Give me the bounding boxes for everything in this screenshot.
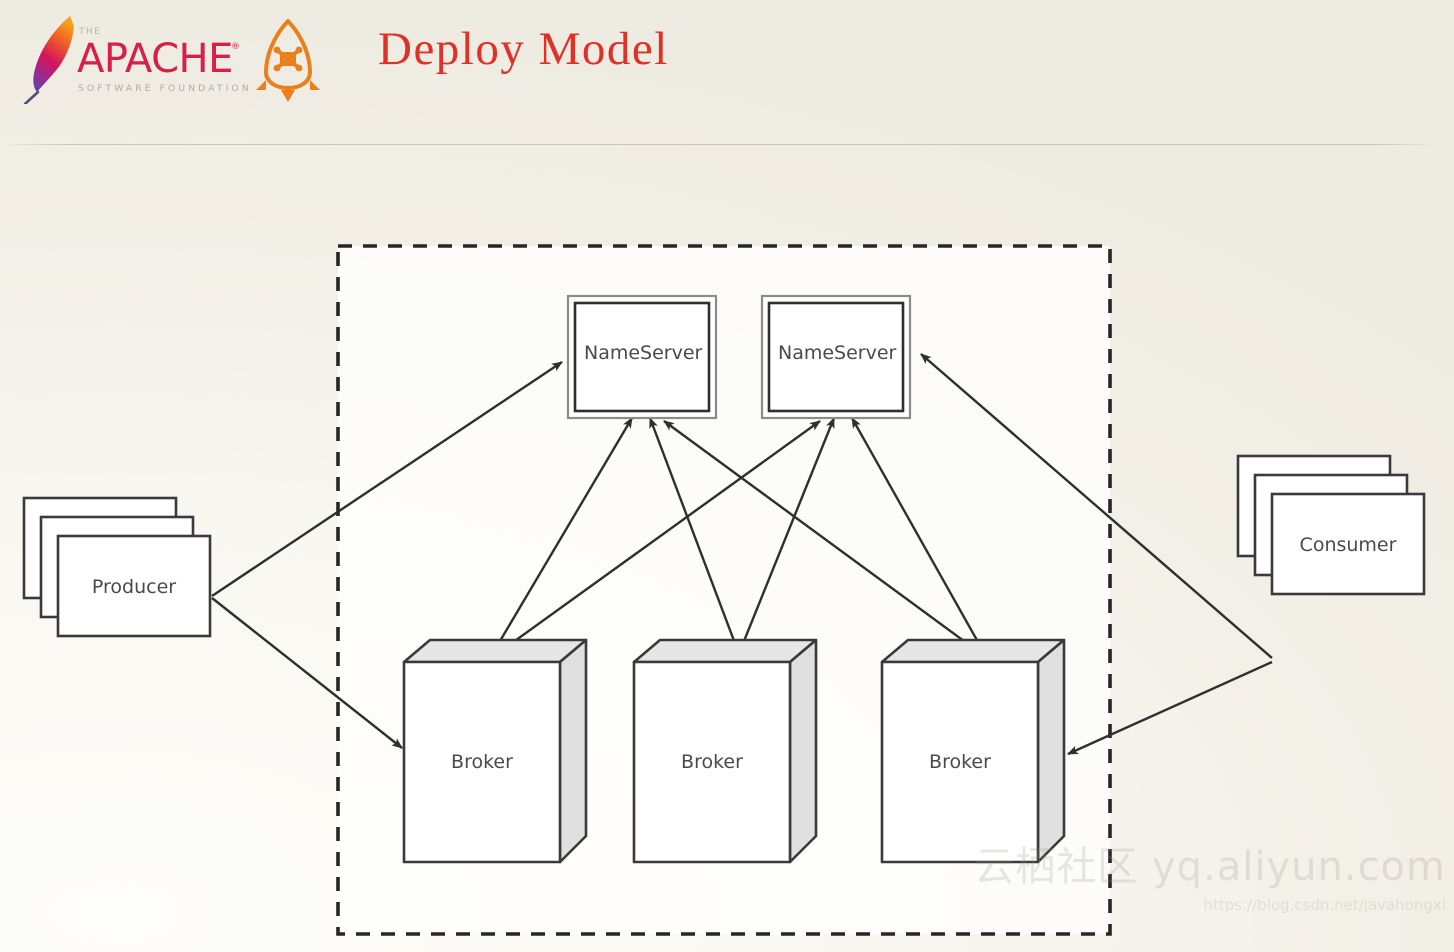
link-producer-broker1	[211, 597, 403, 749]
apache-logo: THE APACHE ® SOFTWARE FOUNDATION	[18, 12, 249, 106]
apache-feather-icon	[33, 16, 74, 92]
link-consumer-broker3	[1067, 660, 1273, 756]
link-producer-nameserver1	[211, 361, 563, 597]
header-divider	[10, 144, 1430, 145]
node-consumer	[1236, 454, 1426, 596]
node-broker-2	[632, 638, 818, 864]
link-broker3-nameserver1	[663, 420, 969, 645]
producer-links	[211, 361, 563, 749]
deploy-model-diagram: NameServer NameServer Broker Broker Brok…	[0, 146, 1454, 952]
node-producer	[22, 496, 212, 638]
link-broker1-nameserver2	[511, 420, 821, 644]
link-broker1-nameserver1	[498, 417, 634, 642]
apache-tagline: SOFTWARE FOUNDATION	[78, 83, 248, 94]
node-nameserver-2	[760, 294, 912, 420]
consumer-links	[920, 353, 1273, 756]
link-consumer-nameserver2	[920, 353, 1273, 659]
node-nameserver-1	[566, 294, 718, 420]
page-title: Deploy Model	[378, 23, 669, 75]
consumer-stack-front	[1270, 492, 1426, 596]
svg-text:®: ®	[231, 42, 240, 52]
link-broker2-nameserver2	[740, 417, 836, 647]
apache-wordmark: APACHE	[77, 36, 233, 82]
link-broker2-nameserver1	[648, 417, 738, 647]
node-broker-3	[880, 638, 1066, 864]
broker-nameserver-links	[498, 417, 980, 647]
apache-the-text: THE	[78, 27, 101, 37]
link-broker3-nameserver2	[850, 417, 980, 643]
slide-header: THE APACHE ® SOFTWARE FOUNDATION	[0, 0, 1454, 146]
rocketmq-rocket-icon	[252, 16, 324, 104]
node-broker-1	[402, 638, 588, 864]
producer-stack-front	[56, 534, 212, 638]
